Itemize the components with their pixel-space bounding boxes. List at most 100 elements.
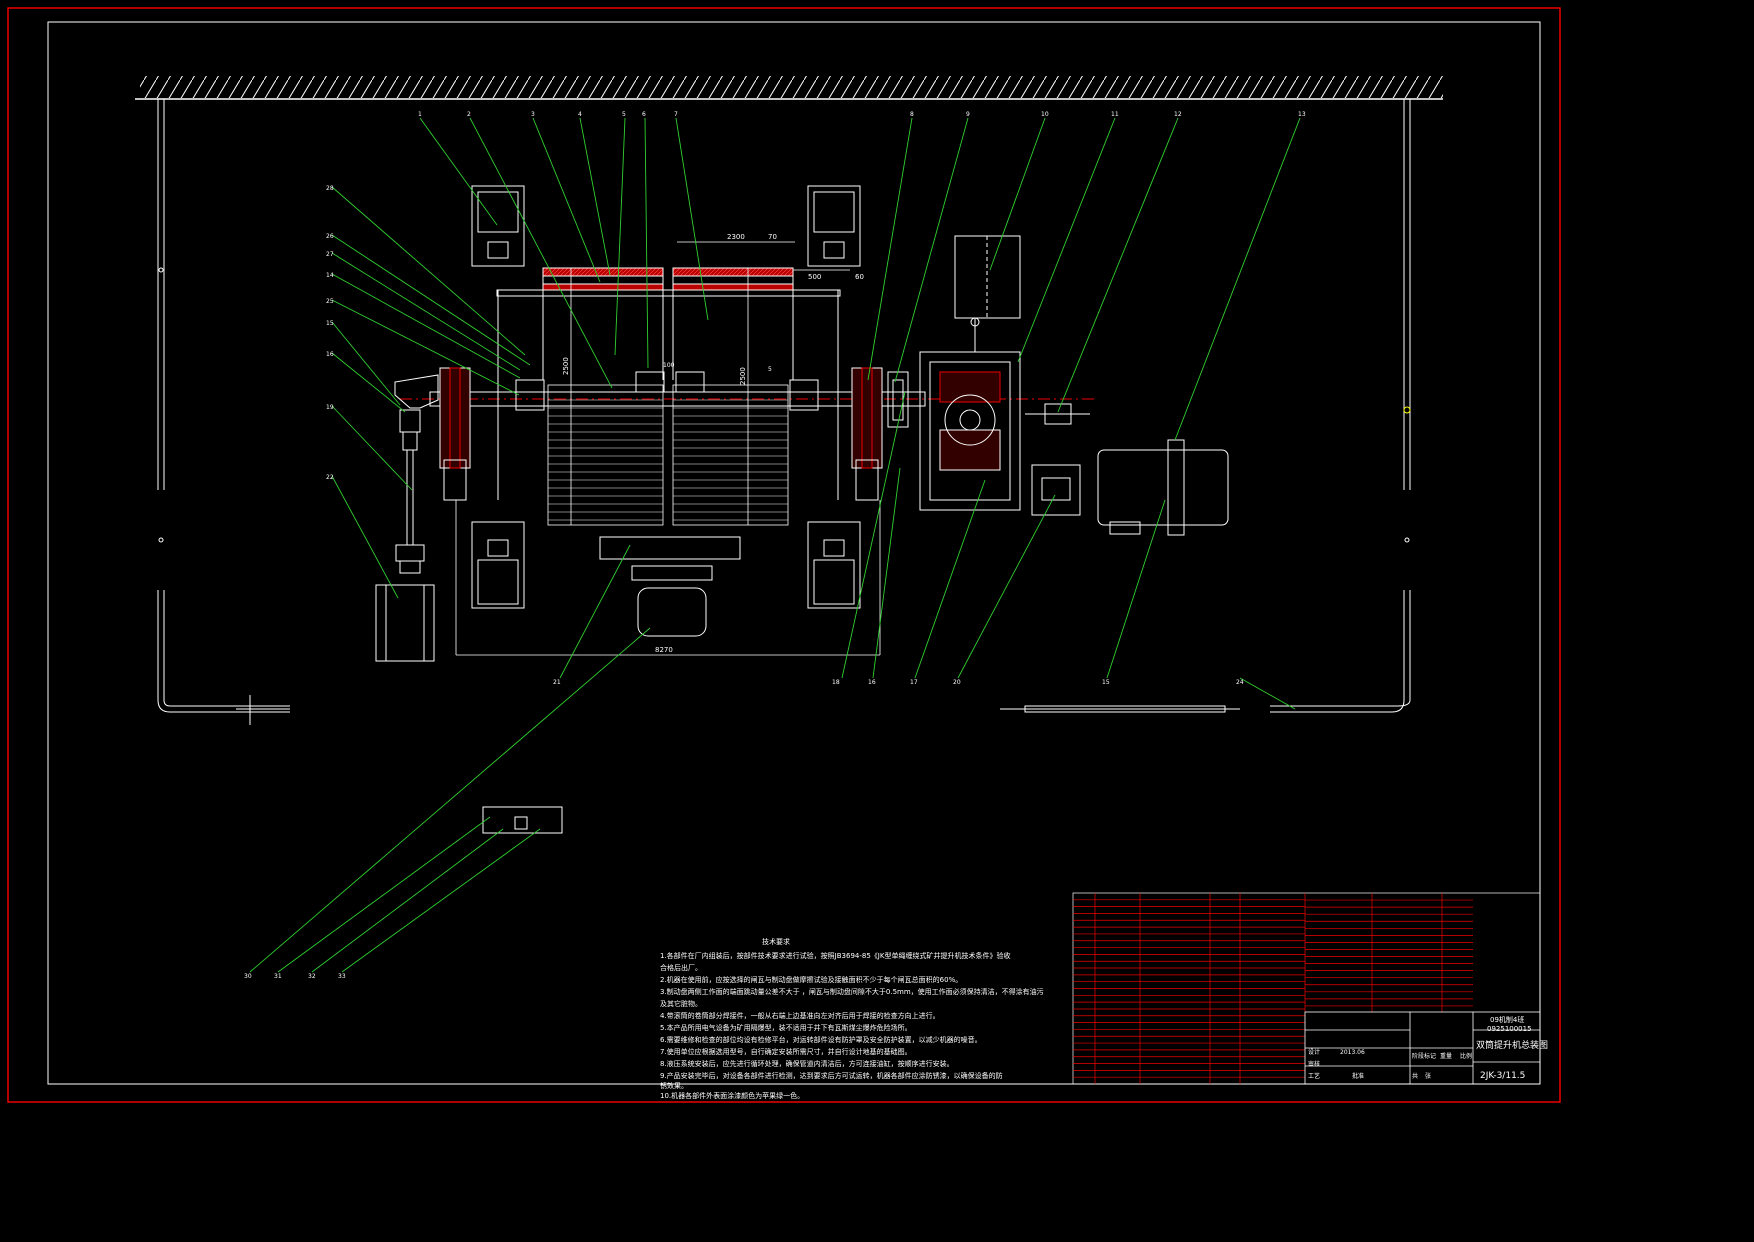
leader-lines — [249, 117, 1301, 973]
hydraulic-unit — [1031, 464, 1081, 516]
callout-28: 28 — [326, 185, 334, 192]
callout-32: 32 — [308, 973, 316, 980]
callout-31: 31 — [274, 973, 282, 980]
callout-15: 15 — [326, 320, 334, 327]
brake-cylinders-bottom — [471, 521, 861, 609]
dim-d-right: 2500 — [739, 367, 747, 385]
drum-rope-lines — [548, 399, 788, 521]
bom-rows-left — [1073, 893, 1305, 1084]
notes-line-7: 5.本产品所用电气设备为矿用隔爆型，装不适用于井下有瓦斯煤尘爆炸危险场所。 — [660, 1023, 912, 1032]
drawing-title: 双筒提升机总装图 — [1476, 1039, 1548, 1051]
callout-1: 1 — [418, 111, 422, 118]
inner-border — [47, 21, 1541, 1085]
callouts-legend: 30 31 32 33 — [244, 973, 346, 980]
disc-brake-left — [439, 367, 471, 501]
callout-17: 17 — [910, 679, 918, 686]
dim-small-right: 5 — [768, 366, 772, 373]
callout-27: 27 — [326, 251, 334, 258]
callout-7: 7 — [674, 111, 678, 118]
notes-line-2: 合格后出厂。 — [660, 963, 702, 972]
title-block — [1304, 1011, 1541, 1085]
callout-9: 9 — [966, 111, 970, 118]
legend-box — [482, 806, 563, 834]
dim-small-left: 100 — [663, 362, 675, 369]
title-label-total: 共 — [1412, 1072, 1418, 1080]
drawing-number: 2JK-3/11.5 — [1480, 1071, 1525, 1081]
callout-13: 13 — [1298, 111, 1306, 118]
notes-line-1: 1.各部件在厂内组装后，按部件技术要求进行试验，按照JB3694-85《JK型单… — [660, 951, 1010, 960]
callout-20: 20 — [953, 679, 961, 686]
callouts-left: 28 26 27 14 25 15 16 19 22 — [326, 185, 334, 481]
title-label-weight: 重量 — [1440, 1052, 1452, 1060]
callout-24: 24 — [1236, 679, 1244, 686]
drum-right — [672, 384, 789, 526]
callout-15b: 15 — [1102, 679, 1110, 686]
dim-overall: 8270 — [655, 646, 673, 654]
base-frame — [599, 536, 741, 637]
callout-4: 4 — [578, 111, 582, 118]
notes-line-3: 2.机器在使用前，应按选择的闸瓦与制动盘做摩擦试验及接触面积不少于每个闸瓦总面积… — [660, 975, 962, 984]
callout-26: 26 — [326, 233, 334, 240]
bom-rows-right — [1304, 893, 1473, 1012]
callout-19: 19 — [326, 404, 334, 411]
depth-indicator — [375, 374, 439, 662]
callout-30: 30 — [244, 973, 252, 980]
main-shaft — [429, 371, 926, 411]
title-org-line1: 09机制4班 — [1490, 1015, 1524, 1024]
callout-16b: 16 — [868, 679, 876, 686]
drum-platform — [496, 267, 841, 500]
notes-line-13: 10.机器各部件外表面涂漆颜色为苹果绿一色。 — [660, 1091, 804, 1100]
notes-line-6: 4.带滚筒的卷筒部分焊接件，一般从右端上边基准向左对齐后用于焊接的检查方向上进行… — [660, 1011, 940, 1020]
callout-6: 6 — [642, 111, 646, 118]
technical-notes: 技术要求 1.各部件在厂内组装后，按部件技术要求进行试验，按照JB3694-85… — [660, 937, 1044, 1100]
notes-line-5: 及其它脏物。 — [660, 999, 702, 1008]
title-label-sheet: 张 — [1425, 1072, 1431, 1080]
title-label-review: 审核 — [1308, 1060, 1320, 1068]
notes-line-4: 3.制动盘两侧工作面的端面跳动量公差不大于 ，闸瓦与制动盘间隙不大于0.5mm，… — [660, 987, 1044, 996]
small-motor — [1025, 403, 1090, 425]
dim-top-span: 2300 — [727, 233, 745, 241]
callout-12: 12 — [1174, 111, 1182, 118]
brake-cylinders-top — [471, 185, 861, 267]
notes-line-9: 7.使用单位应根据选用型号，自行确定安装所需尺寸，并自行设计地基的基础图。 — [660, 1047, 912, 1056]
callout-18: 18 — [832, 679, 840, 686]
callout-22: 22 — [326, 474, 334, 481]
dim-top-gap: 70 — [768, 233, 777, 241]
notes-line-10: 8.液压系统安装后，应先进行循环处理，确保管道内清洁后，方可连接油缸，按顺序进行… — [660, 1059, 954, 1068]
title-label-stage: 阶段标记 — [1412, 1052, 1436, 1060]
callout-33: 33 — [338, 973, 346, 980]
dim-right-a: 500 — [808, 273, 821, 281]
callout-10: 10 — [1041, 111, 1049, 118]
dim-d-left: 2500 — [562, 357, 570, 375]
main-motor — [1097, 439, 1229, 536]
callout-5: 5 — [622, 111, 626, 118]
cad-drawing: 2300 70 500 60 2500 2500 100 5 8270 — [7, 7, 1561, 1103]
title-label-process: 工艺 — [1308, 1072, 1320, 1080]
notes-line-11: 9.产品安装完毕后，对设备各部件进行检测，达到要求后方可试运转，机器各部件应涂防… — [660, 1071, 1003, 1080]
bom-table — [1072, 892, 1541, 1085]
disc-brake-right — [851, 367, 883, 501]
title-label-approve: 批准 — [1352, 1072, 1364, 1080]
notes-line-12: 锈效果。 — [660, 1081, 688, 1090]
title-label-scale: 比例 — [1460, 1052, 1472, 1060]
notes-heading: 技术要求 — [762, 937, 790, 946]
ceiling-hatch — [135, 76, 1443, 100]
callout-21: 21 — [553, 679, 561, 686]
dimension-lines — [455, 241, 881, 656]
callout-25: 25 — [326, 298, 334, 305]
callout-14: 14 — [326, 272, 334, 279]
reducer-gearbox — [919, 351, 1021, 511]
title-label-design: 设计 — [1308, 1048, 1320, 1056]
callout-2: 2 — [467, 111, 471, 118]
title-date: 2013.06 — [1340, 1049, 1365, 1056]
drum-left — [547, 384, 664, 526]
callout-3: 3 — [531, 111, 535, 118]
notes-line-8: 6.需要维修和检查的部位均设有检修平台，对运转部件设有防护罩及安全防护装置，以减… — [660, 1035, 982, 1044]
outer-border — [7, 7, 1561, 1103]
callouts-top: 1 2 3 4 5 6 7 8 9 10 11 12 13 — [418, 111, 1306, 118]
callout-16: 16 — [326, 351, 334, 358]
callout-11: 11 — [1111, 111, 1119, 118]
lifting-frame — [954, 235, 1021, 352]
callout-8: 8 — [910, 111, 914, 118]
callouts-bottom: 21 18 16 17 20 15 24 — [553, 679, 1244, 686]
